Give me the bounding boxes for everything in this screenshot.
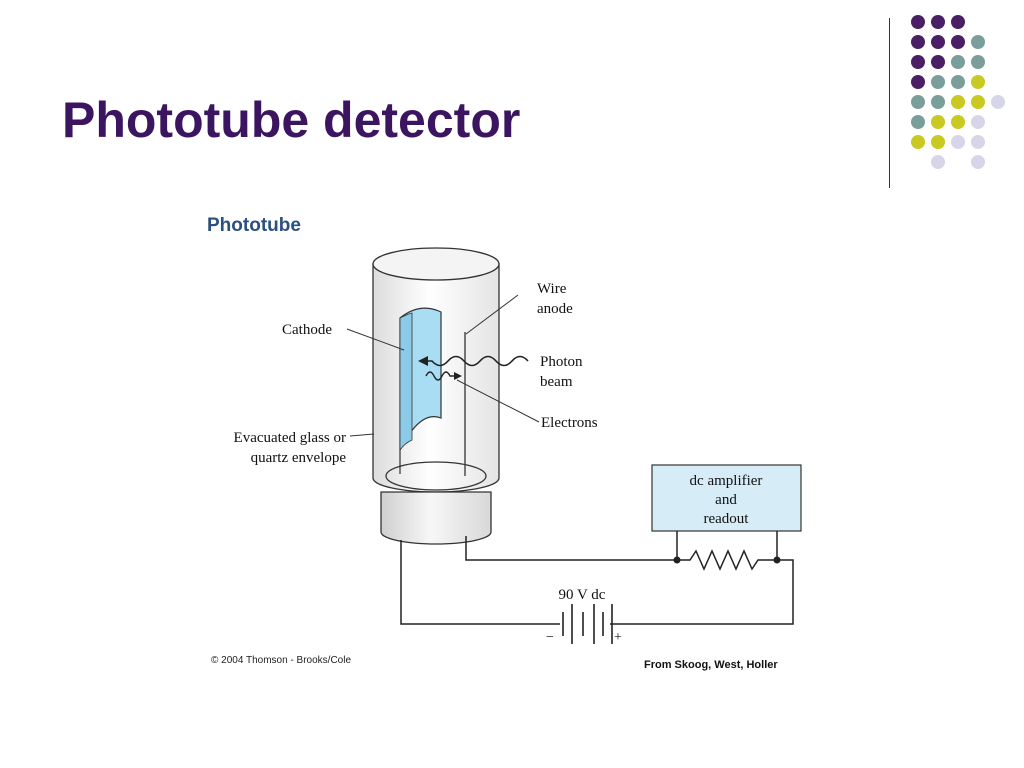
photon-beam-label-line1: Photon	[540, 354, 583, 370]
decorative-dot	[971, 115, 985, 129]
electrons-path	[425, 371, 462, 381]
battery-minus-sign: −	[546, 630, 554, 645]
source-credit: From Skoog, West, Holler	[644, 659, 778, 671]
decorative-dot	[931, 95, 945, 109]
anode-leader-line	[465, 294, 519, 335]
decorative-dot	[951, 15, 965, 29]
decorative-dot	[911, 15, 925, 29]
envelope-label-line2: quartz envelope	[251, 450, 347, 466]
decorative-dot	[931, 75, 945, 89]
slide-title: Phototube detector	[62, 92, 521, 148]
tube-base	[380, 461, 492, 545]
decorative-dot	[971, 35, 985, 49]
decorative-divider-line	[889, 18, 890, 188]
decorative-dot	[911, 35, 925, 49]
cathode-plate	[399, 307, 442, 474]
decorative-dot	[951, 95, 965, 109]
decorative-dot	[931, 115, 945, 129]
decorative-dot	[971, 155, 985, 169]
photon-beam	[418, 355, 529, 367]
electrons-leader-line	[456, 379, 540, 423]
decorative-dot	[991, 95, 1005, 109]
decorative-dot	[911, 135, 925, 149]
copyright-text: © 2004 Thomson - Brooks/Cole	[211, 655, 351, 666]
cathode-label: Cathode	[282, 322, 332, 338]
envelope-label-line1: Evacuated glass or	[234, 430, 346, 446]
resistor	[677, 549, 777, 571]
decorative-dot	[931, 35, 945, 49]
readout-label-line3: readout	[704, 511, 750, 527]
electrons-label: Electrons	[541, 415, 598, 431]
envelope-leader-line	[349, 433, 375, 437]
wire-anode-label-line2: anode	[537, 301, 573, 317]
readout-label-line1: dc amplifier	[690, 473, 763, 489]
junction-dot	[773, 556, 781, 564]
decorative-dot	[951, 35, 965, 49]
photon-beam-label-line2: beam	[540, 374, 573, 390]
decorative-dot	[911, 95, 925, 109]
decorative-dot	[971, 95, 985, 109]
decorative-dot	[911, 115, 925, 129]
battery-plus-sign: +	[614, 630, 622, 645]
battery-symbol	[562, 604, 613, 644]
wire-anode-label-line1: Wire	[537, 281, 567, 297]
decorative-dot	[971, 135, 985, 149]
junction-dot	[673, 556, 681, 564]
decorative-dot	[931, 155, 945, 169]
cathode-leader-line	[346, 328, 405, 351]
decorative-dot	[951, 115, 965, 129]
decorative-dot	[951, 135, 965, 149]
decorative-dot	[971, 55, 985, 69]
figure-heading: Phototube	[207, 215, 301, 236]
decorative-dot	[911, 55, 925, 69]
circuit-wiring	[400, 531, 794, 625]
decorative-dot	[931, 55, 945, 69]
readout-box: dc amplifier and readout	[651, 464, 802, 532]
decorative-dot	[951, 75, 965, 89]
decorative-dot	[951, 55, 965, 69]
decorative-dot	[911, 75, 925, 89]
readout-label-line2: and	[715, 492, 737, 508]
decorative-dot	[971, 75, 985, 89]
battery-label: 90 V dc	[559, 587, 606, 603]
decorative-dot	[931, 15, 945, 29]
decorative-dot	[931, 135, 945, 149]
